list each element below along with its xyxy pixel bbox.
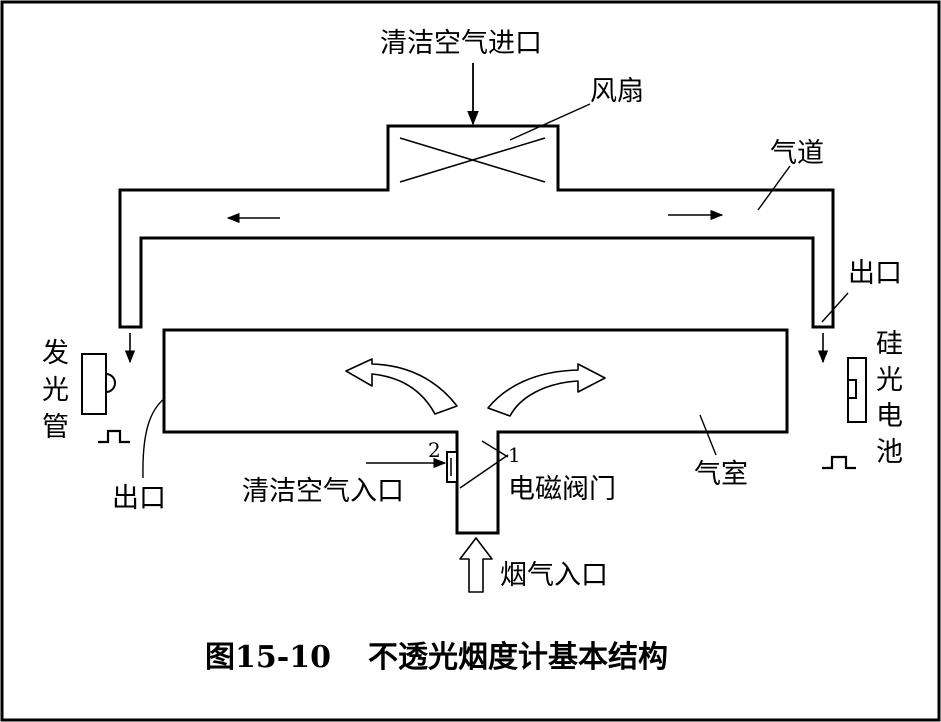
fan-blade-2: [399, 137, 546, 183]
label-clean-air-inlet-top: 清洁空气进口: [380, 28, 542, 59]
label-light-emitter-3: 管: [42, 412, 69, 443]
label-outlet-right: 出口: [848, 258, 902, 289]
air-duct-outer: [118, 124, 835, 329]
label-valve-number-2: 2: [428, 438, 441, 462]
label-light-emitter-2: 光: [42, 375, 69, 406]
label-photocell-2: 光: [876, 365, 903, 396]
label-photocell-3: 电: [876, 401, 903, 432]
label-solenoid-valve: 电磁阀门: [508, 474, 616, 505]
emitter-pulse-signal: [98, 429, 130, 444]
solenoid-valve: [446, 451, 458, 483]
caption-title: 不透光烟度计基本结构: [368, 640, 668, 675]
label-outlet-left: 出口: [112, 483, 166, 514]
label-photocell-4: 池: [876, 437, 903, 468]
label-valve-number-1: 1: [508, 443, 521, 467]
leader-outlet-left: [142, 397, 166, 479]
photocell-element: [848, 379, 857, 399]
chamber-flow-left-arrow: [345, 358, 458, 415]
photocell-pulse-signal: [822, 455, 856, 470]
leader-valve-1b: [481, 440, 509, 458]
light-emitter-lens: [105, 373, 116, 393]
label-air-chamber: 气室: [694, 459, 748, 490]
leader-outlet-right: [821, 292, 849, 323]
label-air-duct: 气道: [770, 138, 824, 169]
label-photocell-1: 硅: [876, 329, 903, 360]
smoke-inlet-arrow: [459, 537, 493, 593]
label-smoke-inlet: 烟气入口: [500, 560, 608, 591]
label-fan: 风扇: [590, 76, 644, 107]
light-emitter: [81, 353, 107, 415]
air-chamber: [162, 328, 789, 535]
leader-air-duct: [757, 165, 791, 211]
leader-air-chamber: [699, 414, 717, 456]
leader-fan: [509, 103, 591, 141]
label-clean-air-inlet-bottom: 清洁空气入口: [242, 476, 404, 507]
leader-valve-1: [459, 454, 509, 489]
chamber-flow-right-arrow: [487, 363, 606, 417]
caption-figure-number: 图15-10: [205, 640, 331, 675]
label-light-emitter-1: 发: [42, 338, 69, 369]
